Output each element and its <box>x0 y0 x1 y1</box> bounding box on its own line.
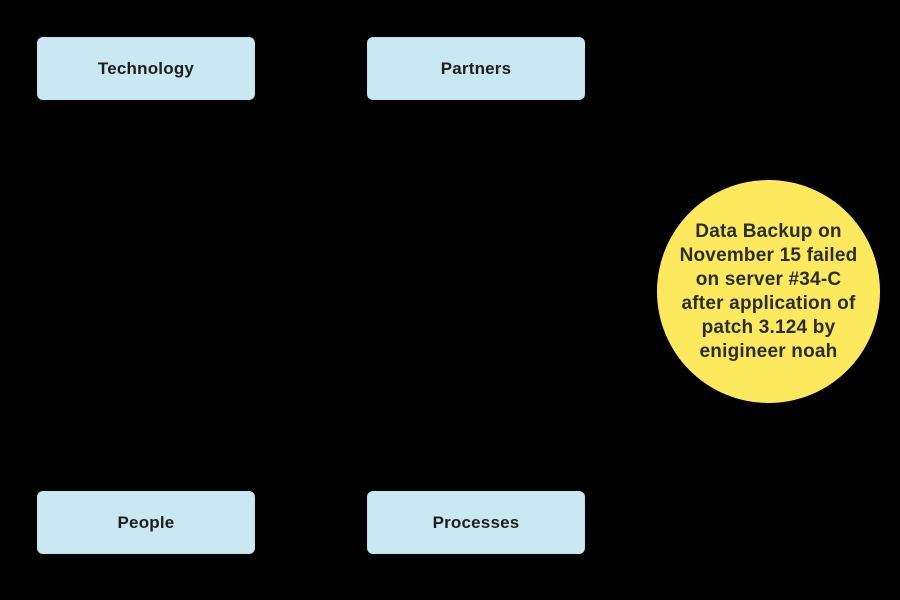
sticky-note-line: patch 3.124 by <box>701 316 836 338</box>
shape-people[interactable]: People <box>37 491 255 554</box>
sticky-note-text: Data Backup on November 15 failed on ser… <box>680 220 858 364</box>
shape-partners-label: Partners <box>440 58 512 78</box>
shape-technology-label: Technology <box>97 58 195 78</box>
sticky-note-line: November 15 failed <box>679 244 858 266</box>
shape-sticky-note-circle[interactable]: Data Backup on November 15 failed on ser… <box>657 180 880 403</box>
sticky-note-line: after application of <box>681 292 856 314</box>
sticky-note-line: on server #34-C <box>695 268 842 290</box>
shape-processes[interactable]: Processes <box>367 491 585 554</box>
sticky-note-line: Data Backup on <box>695 220 842 242</box>
shape-people-label: People <box>117 512 175 532</box>
shape-partners[interactable]: Partners <box>367 37 585 100</box>
shape-technology[interactable]: Technology <box>37 37 255 100</box>
sticky-note-line: enigineer noah <box>699 340 838 362</box>
shape-processes-label: Processes <box>432 512 520 532</box>
